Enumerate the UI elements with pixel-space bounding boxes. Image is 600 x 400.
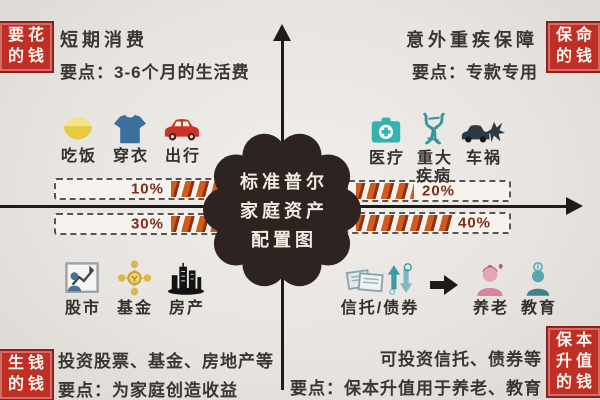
- percent-label: 30%: [130, 215, 164, 233]
- pension-icon: [475, 256, 505, 296]
- allocation-bar-preservation: 40%: [346, 212, 511, 234]
- percent-label: 40%: [458, 214, 492, 232]
- icon-label: 基金: [116, 300, 153, 317]
- list-item: 信托/债券: [336, 256, 422, 318]
- list-item: 重大 疾病: [410, 106, 458, 187]
- quadrant-line2-preservation: 要点：保本升值用于养老、教育: [290, 379, 542, 398]
- icon-row-short-term: 吃饭 穿衣 出行: [52, 104, 208, 166]
- corner-row: 生钱: [8, 355, 49, 372]
- list-item: 养老: [466, 256, 514, 318]
- quadrant-line1-preservation: 可投资信托、债券等: [380, 350, 542, 369]
- quadrant-heading-insurance: 意外重疾保障: [406, 30, 538, 50]
- list-item: 出行: [156, 104, 208, 166]
- icon-row-insurance: 医疗 重大 疾病 车: [362, 106, 508, 187]
- icon-label: 重大 疾病: [415, 150, 453, 186]
- icon-row-investment: 股市 基金: [56, 256, 212, 318]
- list-item: 穿衣: [104, 104, 156, 166]
- corner-row: 要花: [8, 27, 49, 44]
- corner-row: 保本: [555, 332, 596, 349]
- icon-label: 车祸: [465, 150, 502, 167]
- list-item: 吃饭: [52, 104, 104, 166]
- up-down-arrows-icon: [387, 263, 413, 296]
- icon-label: 养老: [472, 300, 509, 317]
- allocation-bar-insurance: 20%: [346, 180, 511, 202]
- bar-stripes: [356, 215, 452, 231]
- list-item: 股市: [56, 256, 108, 318]
- list-item: 房产: [160, 256, 212, 318]
- corner-box-capital-preserving-money: 保本 升值 的钱: [545, 326, 600, 399]
- center-title-line3: 配置图: [251, 230, 317, 250]
- corner-box-spending-money: 要花 的钱: [0, 21, 55, 73]
- icon-label: 吃饭: [60, 148, 97, 165]
- fund-coins-icon: [117, 256, 152, 296]
- icon-label: 股市: [64, 300, 101, 317]
- list-item: 车祸: [458, 106, 508, 168]
- center-medallion: [203, 133, 361, 287]
- icon-label: 信托/债券: [340, 300, 420, 317]
- icon-label: 教育: [520, 300, 557, 317]
- corner-box-money-making-money: 生钱 的钱: [0, 349, 55, 400]
- icon-row-preservation: 信托/债券 养老: [336, 256, 562, 318]
- corner-row: 升值: [555, 352, 596, 370]
- icon-label: 医疗: [368, 150, 405, 167]
- center-title-line1: 标准普尔: [240, 172, 328, 192]
- quadrant-heading-short-term: 短期消费: [60, 30, 148, 50]
- corner-row: 保命: [555, 27, 596, 44]
- dna-icon: [420, 106, 448, 146]
- icon-label: 出行: [164, 148, 201, 165]
- first-aid-icon: [370, 106, 402, 146]
- percent-label: 10%: [130, 180, 164, 198]
- corner-row: 的钱: [555, 373, 596, 391]
- buildings-icon: [167, 256, 205, 296]
- up-arrowhead-icon: [273, 24, 291, 41]
- right-arrowhead-icon: [566, 197, 583, 215]
- list-item: [422, 256, 466, 300]
- list-item: 医疗: [362, 106, 410, 168]
- corner-row: 的钱: [555, 47, 596, 65]
- corner-box-life-saving-money: 保命 的钱: [545, 21, 600, 73]
- quadrant-note-insurance: 要点：专款专用: [412, 63, 538, 82]
- right-arrow-icon: [429, 256, 459, 296]
- stock-chart-icon: [65, 256, 99, 296]
- education-icon: [524, 256, 552, 296]
- tshirt-icon: [114, 104, 146, 144]
- center-title: 标准普尔 家庭资产 配置图: [200, 128, 364, 292]
- trust-bonds-icon: [345, 256, 413, 296]
- corner-row: 的钱: [8, 375, 49, 393]
- list-item: 基金: [108, 256, 160, 318]
- icon-label: 房产: [168, 300, 205, 317]
- rice-bowl-icon: [61, 104, 95, 144]
- list-item: 教育: [514, 256, 562, 318]
- quadrant-line2-investment: 要点：为家庭创造收益: [58, 381, 238, 400]
- icon-label: 穿衣: [112, 148, 149, 165]
- center-title-line2: 家庭资产: [240, 201, 328, 221]
- bar-stripes: [356, 183, 414, 199]
- quadrant-line1-investment: 投资股票、基金、房地产等: [58, 352, 274, 371]
- car-crash-icon: [460, 106, 506, 146]
- percent-label: 20%: [422, 182, 456, 200]
- corner-row: 的钱: [8, 47, 49, 65]
- car-icon: [163, 104, 201, 144]
- quadrant-note-short-term: 要点：3-6个月的生活费: [60, 63, 250, 82]
